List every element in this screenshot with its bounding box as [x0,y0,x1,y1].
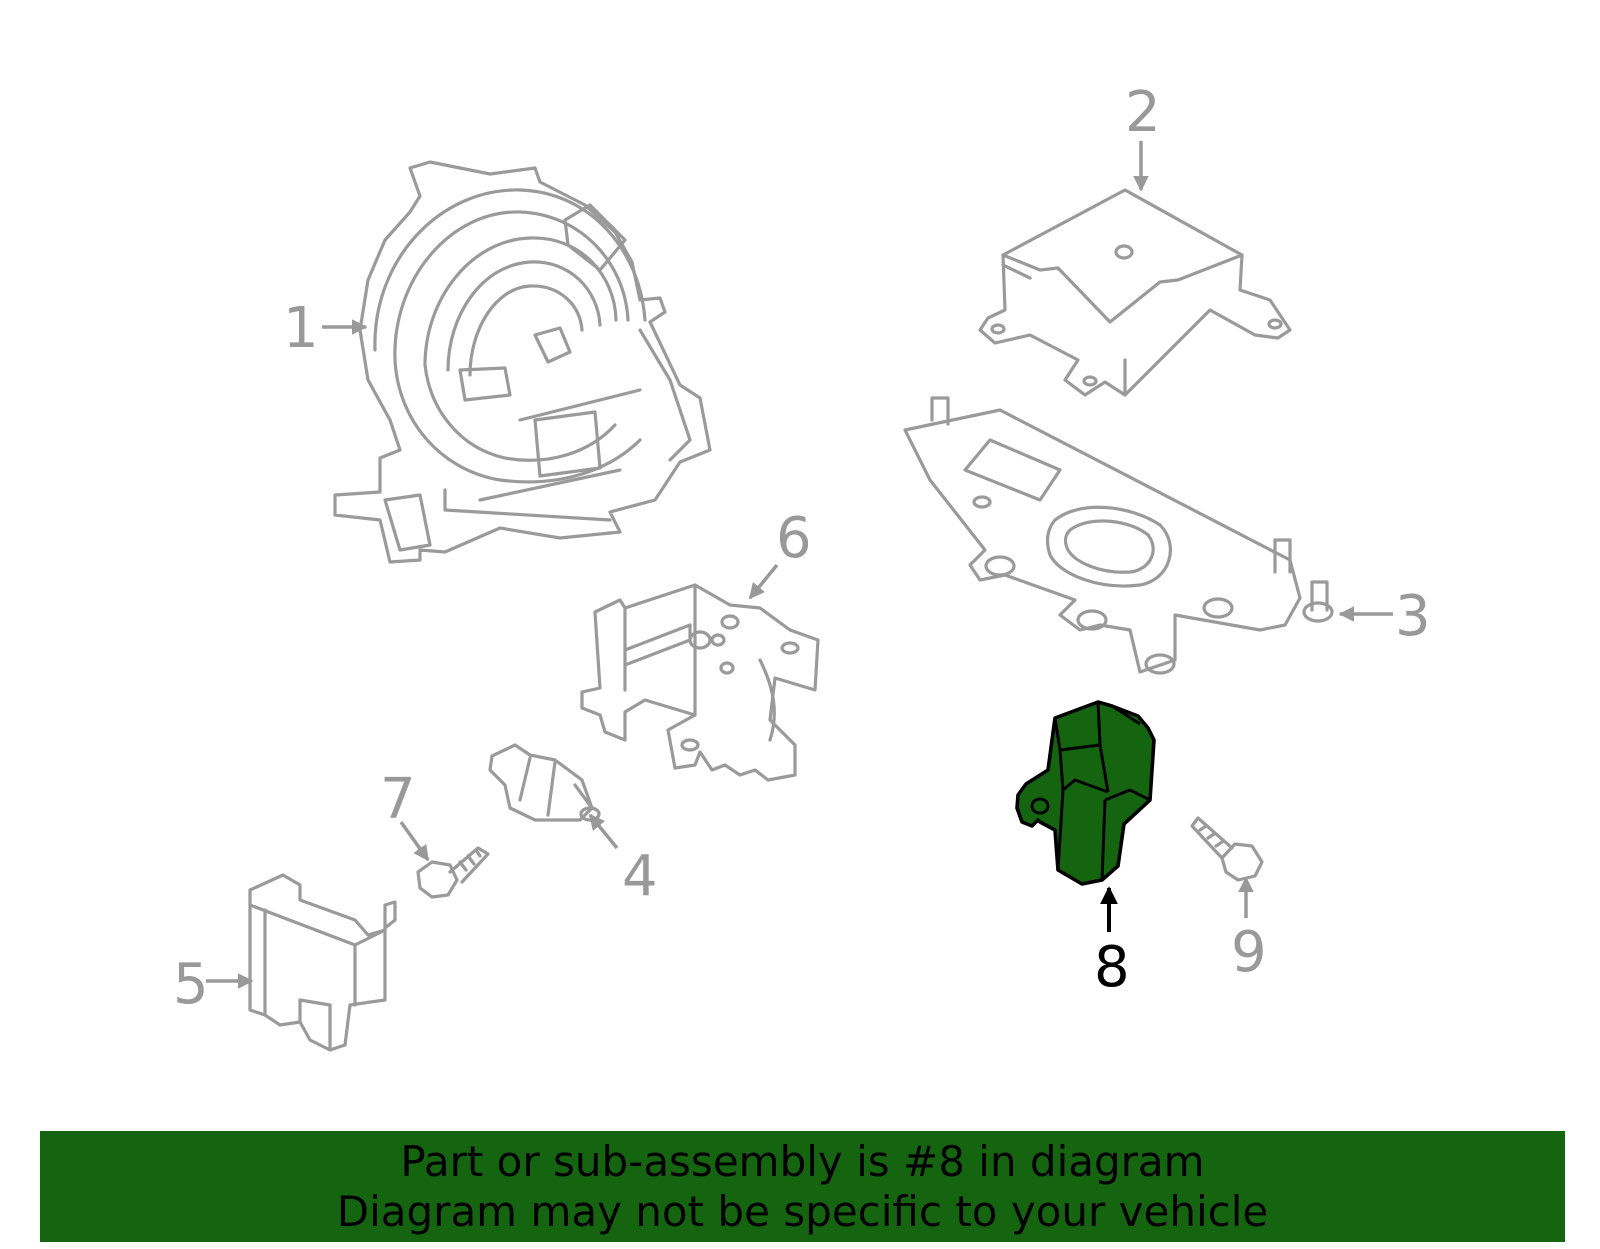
callout-3[interactable]: 3 [1395,584,1431,649]
callout-4[interactable]: 4 [622,844,658,909]
banner-line-2: Diagram may not be specific to your vehi… [336,1186,1269,1236]
part-7-bolt[interactable] [416,846,490,899]
callout-1[interactable]: 1 [283,296,319,361]
part-6-bracket[interactable] [580,583,820,782]
banner-line-1: Part or sub-assembly is #8 in diagram [400,1136,1205,1186]
callout-6[interactable]: 6 [776,506,812,571]
part-4-sensor[interactable] [488,743,601,822]
part-3-bracket[interactable] [903,396,1334,675]
callout-6-arrow [748,563,779,600]
part-5-module[interactable] [248,873,397,1052]
callout-7-arrow [399,820,430,862]
part-8-sensor-highlighted[interactable] [1015,700,1156,886]
info-banner: Part or sub-assembly is #8 in diagram Di… [40,1131,1565,1242]
callout-9[interactable]: 9 [1231,920,1267,985]
callout-7[interactable]: 7 [380,767,416,832]
callout-8[interactable]: 8 [1094,935,1130,1000]
part-2-module[interactable] [978,188,1292,397]
callout-5[interactable]: 5 [173,952,209,1017]
callout-4-arrow [588,813,619,850]
part-9-bolt[interactable] [1190,816,1264,882]
part-1-clock-spring[interactable] [333,160,712,564]
callout-2[interactable]: 2 [1125,80,1161,145]
